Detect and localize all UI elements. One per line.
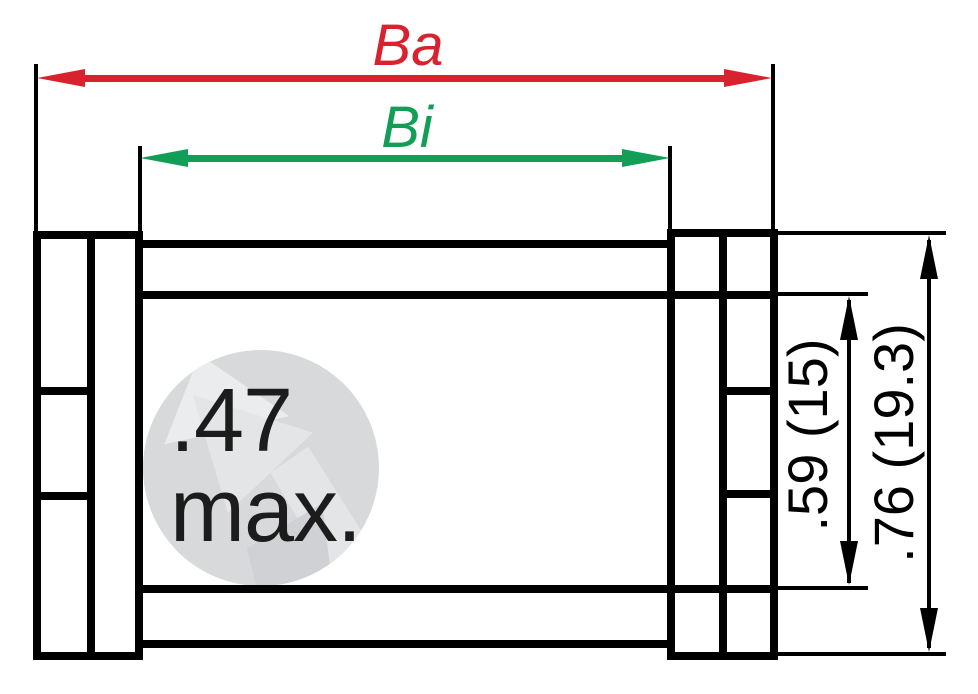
outer-width-arrowhead-left-icon: [37, 69, 85, 87]
outer-height-dimension-line: [927, 240, 931, 648]
outer-width-dimension-line: [80, 75, 728, 82]
left-plate-middle-edge: [87, 231, 95, 660]
left-plate-bottom-edge: [33, 652, 143, 660]
outer-height-extension-line-bottom: [778, 652, 946, 656]
inner-width-dimension-line: [183, 155, 627, 162]
inner-width-extension-line-right: [668, 146, 672, 229]
left-plate-divider-upper: [41, 387, 87, 395]
inner-height-dimension-line: [847, 300, 851, 583]
right-plate-divider-lower: [727, 490, 770, 498]
right-plate-inner-edge: [667, 229, 675, 660]
inner-clearance-value: .47: [170, 371, 293, 471]
inner-width-extension-line-left: [138, 146, 142, 240]
outer-height-arrowhead-down-icon: [920, 608, 938, 652]
outer-width-extension-line-left: [34, 64, 38, 232]
brand-watermark-circle: [143, 350, 379, 586]
outer-width-arrowhead-right-icon: [724, 69, 772, 87]
left-plate-inner-edge: [135, 231, 143, 660]
outer-height-extension-line-top: [778, 231, 946, 235]
inner-height-arrowhead-up-icon: [840, 296, 858, 340]
left-plate-outer-edge: [33, 231, 41, 660]
crossbar-top-outer-line: [143, 240, 671, 248]
outer-height-arrowhead-up-icon: [920, 235, 938, 279]
left-plate-top-edge: [33, 231, 143, 239]
inner-clearance-note: .47 max.: [170, 371, 362, 561]
inner-height-label: .59 (15): [776, 338, 839, 532]
crossbar-bottom-outer-line: [143, 640, 671, 648]
outer-width-extension-line-right: [771, 64, 775, 229]
inner-height-arrowhead-down-icon: [840, 541, 858, 585]
inner-width-arrowhead-left-icon: [140, 149, 188, 167]
outer-height-label: .76 (19.3): [862, 323, 925, 563]
outer-width-label: Ba: [372, 13, 444, 78]
right-plate-divider-upper: [727, 387, 770, 395]
crossbar-bottom-inner-line: [143, 585, 778, 593]
inner-width-arrowhead-right-icon: [622, 149, 670, 167]
right-plate-bottom-edge: [667, 652, 778, 660]
inner-height-extension-line-top: [778, 292, 868, 296]
right-plate-outer-edge: [770, 229, 778, 660]
right-plate-top-edge: [667, 229, 778, 237]
crossbar-top-inner-line: [143, 291, 778, 299]
inner-width-label: Bi: [381, 95, 433, 160]
inner-height-extension-line-bottom: [778, 586, 868, 590]
inner-clearance-suffix: max.: [170, 461, 362, 561]
right-plate-middle-edge: [719, 229, 727, 660]
left-plate-divider-lower: [41, 492, 87, 500]
